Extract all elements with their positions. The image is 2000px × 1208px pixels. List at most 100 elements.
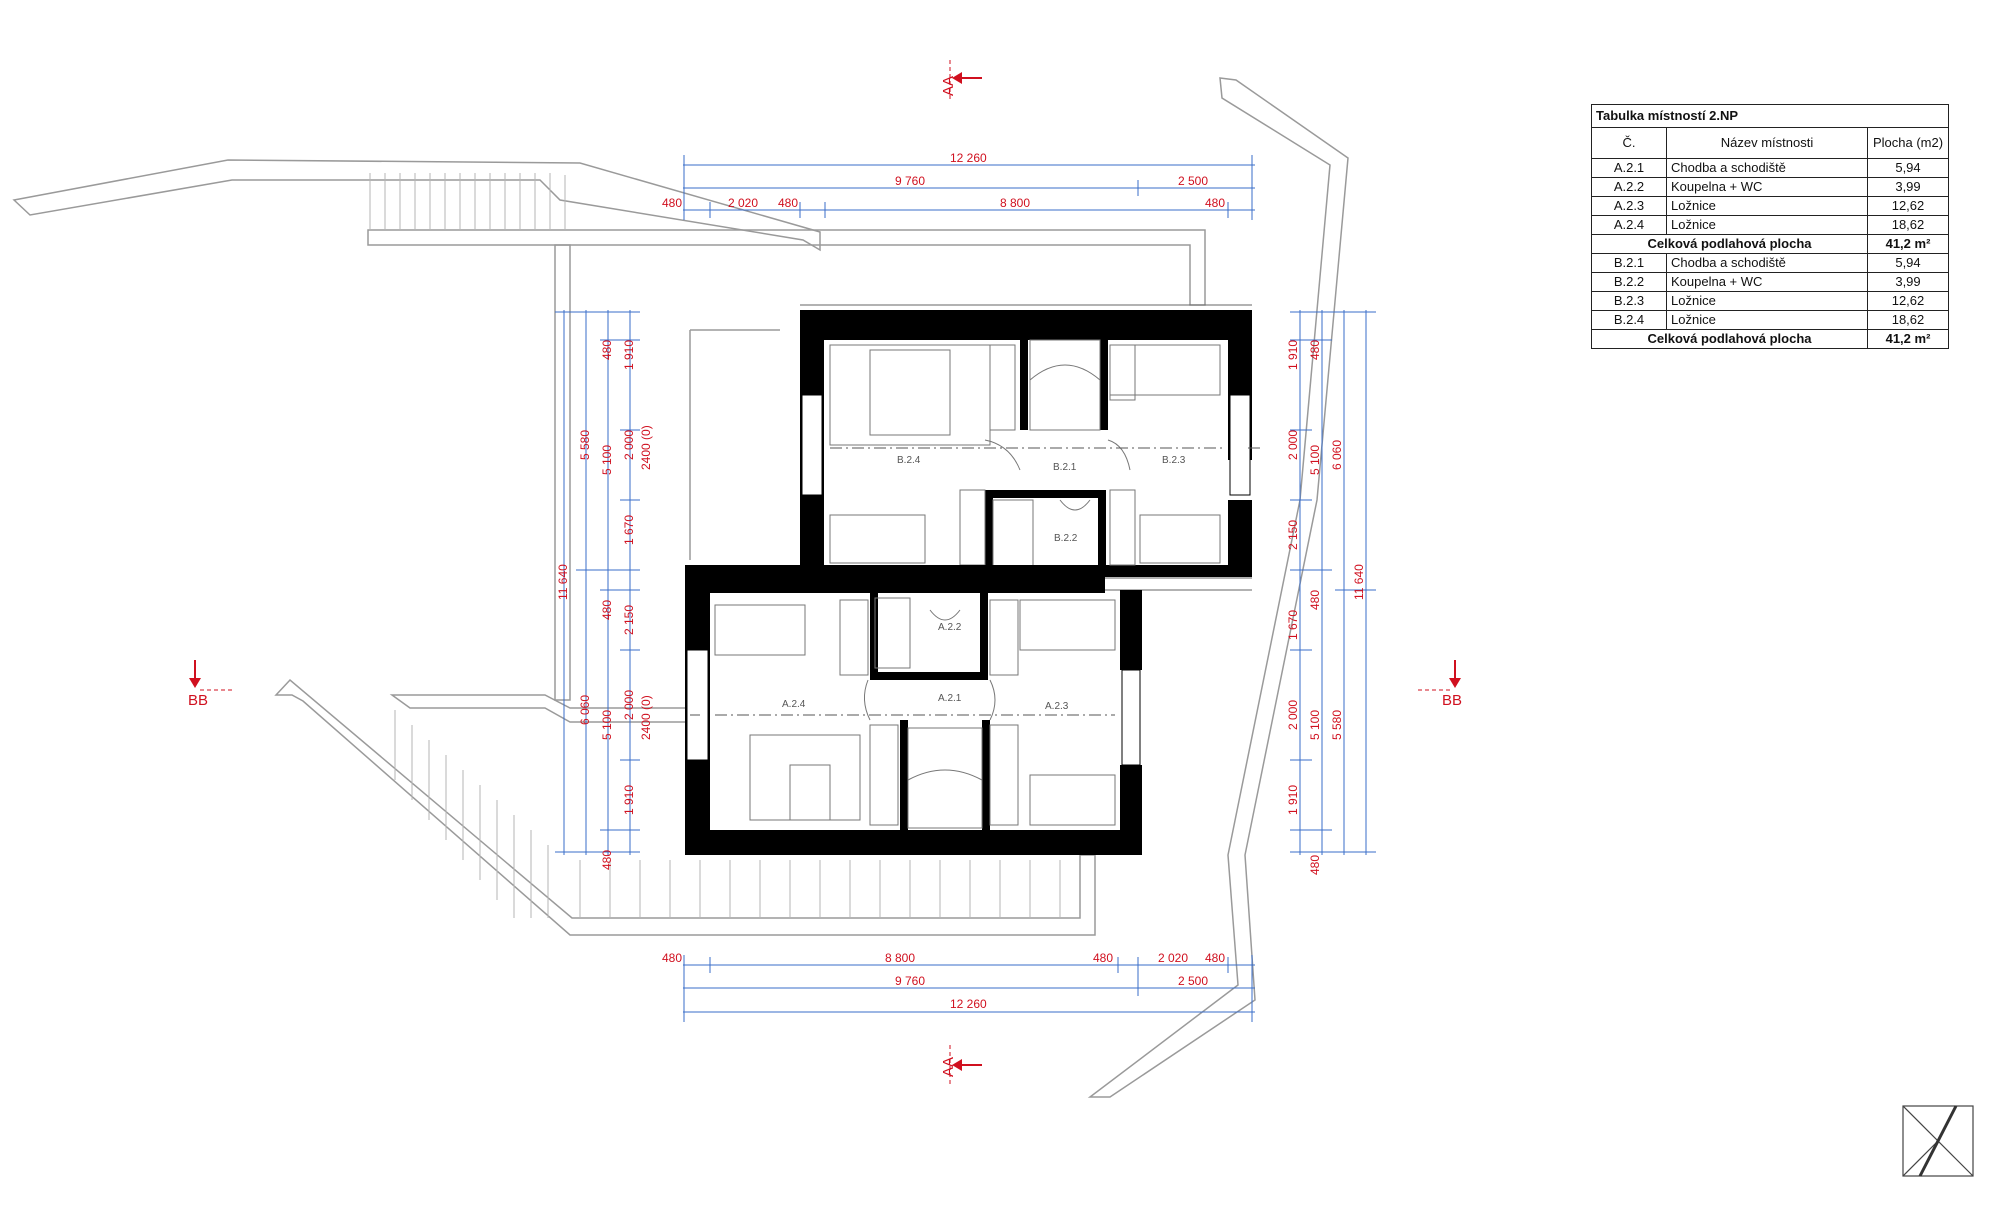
cell-number: B.2.1 [1591,253,1667,273]
dim-text: 480 [600,600,614,620]
room-label: A.2.3 [1045,701,1069,712]
bottom-dimensions: 480 8 800 480 2 020 480 9 760 2 500 12 2… [662,951,1255,1022]
cell-name: Koupelna + WC [1666,272,1868,292]
dim-text: 5 100 [600,710,614,740]
dim-text: 2 500 [1178,974,1208,988]
table-title-row: Tabulka místností 2.NP [1591,104,1949,128]
total-value: 41,2 m² [1867,329,1949,349]
section-marker-bb-left: BB [188,660,232,709]
dim-text: 2 000 [622,430,636,460]
dim-text: 5 580 [578,430,592,460]
table-total-row: Celková podlahová plocha 41,2 m² [1591,234,1949,254]
dim-text: 2 000 [622,690,636,720]
cell-name: Koupelna + WC [1666,177,1868,197]
dim-text: 2 000 [1286,700,1300,730]
cell-area: 12,62 [1867,196,1949,216]
section-arrow-icon [952,72,962,84]
building-a [685,565,1142,855]
dim-text: 9 760 [895,974,925,988]
cell-area: 18,62 [1867,215,1949,235]
section-marker-aa-top: AA [940,60,982,100]
table-row: A.2.3 Ložnice 12,62 [1591,196,1949,216]
dim-text: 2 150 [1286,520,1300,550]
total-value: 41,2 m² [1867,234,1949,254]
table-row: A.2.2 Koupelna + WC 3,99 [1591,177,1949,197]
section-label-aa: AA [940,76,957,96]
dim-text: 480 [1093,951,1113,965]
room-label: B.2.4 [897,455,921,466]
cell-number: A.2.2 [1591,177,1667,197]
cell-name: Ložnice [1666,310,1868,330]
dim-text: 480 [778,196,798,210]
header-name: Název místnosti [1666,127,1868,159]
header-area: Plocha (m2) [1867,127,1949,159]
room-label: A.2.2 [938,622,962,633]
dim-text: 1 910 [1286,785,1300,815]
dim-text: 1 670 [622,515,636,545]
room-label: B.2.1 [1053,462,1077,473]
cell-name: Ložnice [1666,215,1868,235]
section-arrow-icon [189,678,201,688]
table-row: B.2.4 Ložnice 18,62 [1591,310,1949,330]
table-total-row: Celková podlahová plocha 41,2 m² [1591,329,1949,349]
room-table: Tabulka místností 2.NP Č. Název místnost… [1591,104,1949,349]
cell-area: 5,94 [1867,253,1949,273]
cell-number: B.2.3 [1591,291,1667,311]
room-label: A.2.4 [782,699,806,710]
cell-area: 18,62 [1867,310,1949,330]
right-dimensions: 1 910 2 000 2 150 1 670 2 000 1 910 480 … [1286,310,1376,875]
room-label: B.2.3 [1162,455,1186,466]
cell-number: B.2.2 [1591,272,1667,292]
dim-text: 2400 (0) [639,425,653,470]
terrain-steps [369,173,1061,918]
dim-text: 1 910 [622,785,636,815]
section-label-aa: AA [940,1057,957,1077]
table-row: B.2.1 Chodba a schodiště 5,94 [1591,253,1949,273]
table-row: B.2.2 Koupelna + WC 3,99 [1591,272,1949,292]
dim-text: 480 [1308,340,1322,360]
section-marker-aa-bottom: AA [940,1045,982,1085]
dim-text: 5 100 [600,445,614,475]
terrain-outline [12,77,1349,1098]
cell-number: A.2.3 [1591,196,1667,216]
dim-text: 5 100 [1308,710,1322,740]
dim-text: 2 020 [728,196,758,210]
total-label: Celková podlahová plocha [1591,329,1868,349]
dim-text: 2 000 [1286,430,1300,460]
dim-text: 480 [662,951,682,965]
dim-text: 480 [600,340,614,360]
dim-text: 11 640 [1352,564,1366,600]
dim-text: 9 760 [895,174,925,188]
top-dimensions: 12 260 9 760 2 500 480 2 020 480 8 800 4… [662,151,1255,220]
dim-text: 480 [600,850,614,870]
room-label: B.2.2 [1054,533,1078,544]
cell-number: A.2.1 [1591,158,1667,178]
dim-text: 2400 (0) [639,695,653,740]
dim-text: 11 640 [556,564,570,600]
cell-name: Chodba a schodiště [1666,253,1868,273]
table-header-row: Č. Název místnosti Plocha (m2) [1591,127,1949,159]
dim-text: 2 500 [1178,174,1208,188]
room-label: A.2.1 [938,693,962,704]
dim-text: 480 [1308,855,1322,875]
dim-text: 5 100 [1308,445,1322,475]
dim-text: 8 800 [885,951,915,965]
cell-name: Ložnice [1666,291,1868,311]
section-label-bb: BB [1442,692,1462,709]
dim-text: 6 060 [578,695,592,725]
section-arrow-icon [952,1059,962,1071]
dim-text: 5 580 [1330,710,1344,740]
dim-text: 480 [662,196,682,210]
cell-area: 12,62 [1867,291,1949,311]
dim-text: 1 910 [1286,340,1300,370]
table-row: A.2.4 Ložnice 18,62 [1591,215,1949,235]
cell-name: Ložnice [1666,196,1868,216]
dim-text: 480 [1308,590,1322,610]
dim-text: 12 260 [950,151,987,165]
header-number: Č. [1591,127,1667,159]
building-b [685,304,1262,591]
cell-name: Chodba a schodiště [1666,158,1868,178]
cell-number: A.2.4 [1591,215,1667,235]
left-dimensions: 11 640 5 580 6 060 5 100 5 100 480 480 4… [555,310,653,870]
